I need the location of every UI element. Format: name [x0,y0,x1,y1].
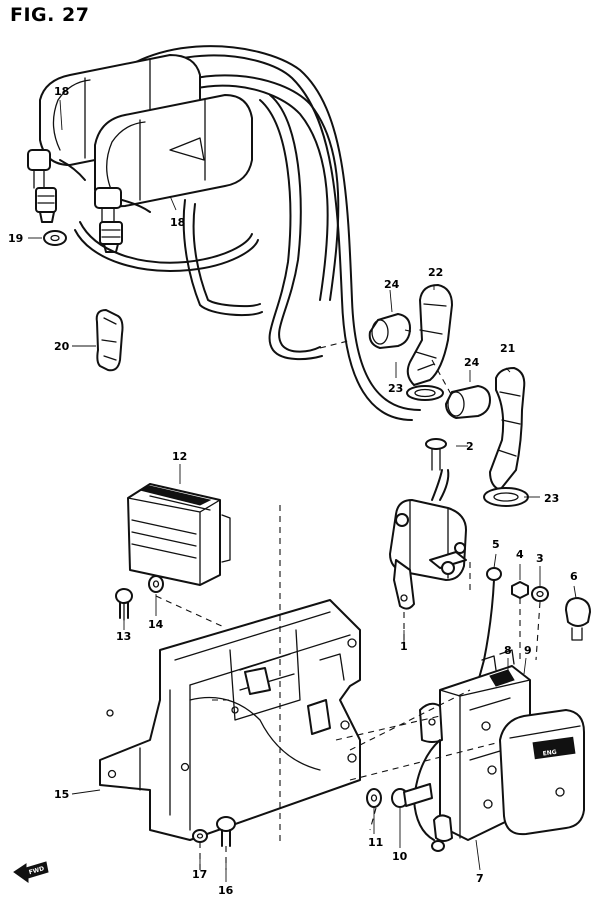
callout-23a: 23 [388,382,403,395]
rubber-boot-24-lower [445,385,491,419]
callout-18a: 18 [54,85,69,98]
assembly-guide-lines [155,329,541,870]
cable-clamp-20 [95,309,124,372]
mounting-bracket-15 [99,599,361,841]
screw-2 [425,438,447,471]
washer-11 [366,788,382,808]
callout-13: 13 [116,630,131,643]
plug-cap-22 [406,284,453,386]
callout-10: 10 [392,850,408,863]
callout-19: 19 [8,232,23,245]
nut-4 [511,581,529,599]
high-tension-wires [74,45,421,421]
rubber-boot-24-upper [368,313,411,349]
callout-23b: 23 [544,492,559,505]
callout-21: 21 [500,342,515,355]
callout-24a: 24 [384,278,400,291]
igniter-cover: ENG [499,709,585,836]
callout-24b: 24 [464,356,480,369]
callout-4: 4 [516,548,524,561]
callout-6: 6 [570,570,578,583]
starter-relay-1 [389,469,467,610]
front-direction-arrow: FWD [13,861,49,883]
seal-23-lower [483,487,529,507]
callout-16: 16 [218,884,234,897]
callout-14: 14 [148,618,164,631]
callout-7: 7 [476,872,484,885]
callout-11: 11 [368,836,383,849]
callout-15: 15 [54,788,69,801]
washer-19 [43,230,67,246]
callout-labels: 18 18 19 20 24 22 23 24 21 2 23 12 5 4 3… [8,85,578,897]
callout-20: 20 [54,340,70,353]
leader-lines [28,99,577,882]
terminal-cover-6 [565,597,591,641]
ignition-coil-front [94,94,253,253]
callout-12: 12 [172,450,187,463]
callout-17: 17 [192,868,207,881]
plug-cap-21 [489,367,526,491]
callout-5: 5 [492,538,500,551]
unit-label: ENG [542,749,557,758]
callout-1: 1 [400,640,408,653]
regulator-rectifier-12 [127,483,231,586]
callout-22: 22 [428,266,443,279]
callout-3: 3 [536,552,544,565]
seal-23-upper [406,385,444,401]
callout-2: 2 [466,440,474,453]
bolt-10 [391,783,433,808]
washer-14 [148,575,164,593]
front-arrow-label: FWD [28,865,45,876]
washer-17 [192,829,208,843]
figure-title: FIG. 27 [10,4,90,26]
washer-3 [531,586,549,602]
bolt-13 [115,588,133,621]
callout-8: 8 [504,644,512,657]
callout-9: 9 [524,644,532,657]
screw-16 [216,816,236,847]
callout-18b: 18 [170,216,185,229]
